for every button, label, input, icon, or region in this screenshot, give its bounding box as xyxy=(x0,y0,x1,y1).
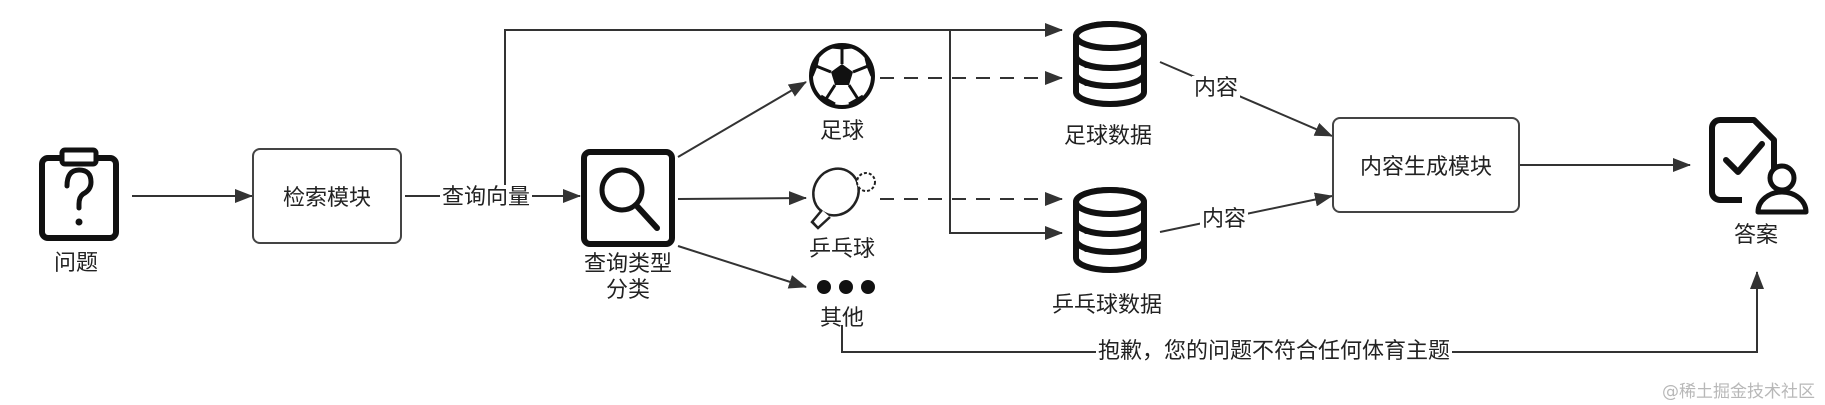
content-label-bottom: 内容 xyxy=(1200,207,1249,233)
question-label: 问题 xyxy=(54,251,99,276)
content-generation-module-box: 内容生成模块 xyxy=(1332,117,1520,213)
pingpong-label: 乒乓球 xyxy=(809,237,876,262)
edge-football-data-to-gen xyxy=(1159,61,1333,137)
watermark: @稀土掘金技术社区 xyxy=(1662,382,1815,402)
retrieval-module-box: 检索模块 xyxy=(252,148,402,244)
query-vector-label: 查询向量 xyxy=(440,185,533,211)
fallback-message-label: 抱歉，您的问题不符合任何体育主题 xyxy=(1096,339,1453,365)
pingpong-paddle-icon xyxy=(810,167,876,230)
question-clipboard-icon xyxy=(39,147,119,241)
edge-classifier-to-other xyxy=(677,245,807,289)
soccer-ball-icon xyxy=(809,43,875,109)
football-label: 足球 xyxy=(820,119,865,144)
user-check-icon xyxy=(1709,117,1809,215)
ellipsis-icon xyxy=(817,280,875,294)
database-icon xyxy=(1073,21,1147,107)
edge-vector-to-pingpong-data xyxy=(949,30,1063,240)
answer-label: 答案 xyxy=(1734,223,1779,248)
edge-vector-to-football-data xyxy=(504,23,1063,196)
magnifier-icon xyxy=(581,149,675,247)
query-type-label: 查询类型 分类 xyxy=(580,252,676,304)
query-type-line2: 分类 xyxy=(605,278,650,303)
pingpong-data-label: 乒乓球数据 xyxy=(1052,293,1163,318)
edge-classifier-to-football xyxy=(677,81,807,158)
retrieval-module-label: 检索模块 xyxy=(282,186,371,211)
query-type-line1: 查询类型 xyxy=(583,252,672,277)
content-label-top: 内容 xyxy=(1192,76,1241,102)
football-data-label: 足球数据 xyxy=(1064,124,1153,149)
content-generation-module-label: 内容生成模块 xyxy=(1359,155,1492,180)
database-icon xyxy=(1073,187,1147,273)
other-label: 其他 xyxy=(820,306,865,331)
edge-classifier-to-pingpong xyxy=(677,191,807,206)
